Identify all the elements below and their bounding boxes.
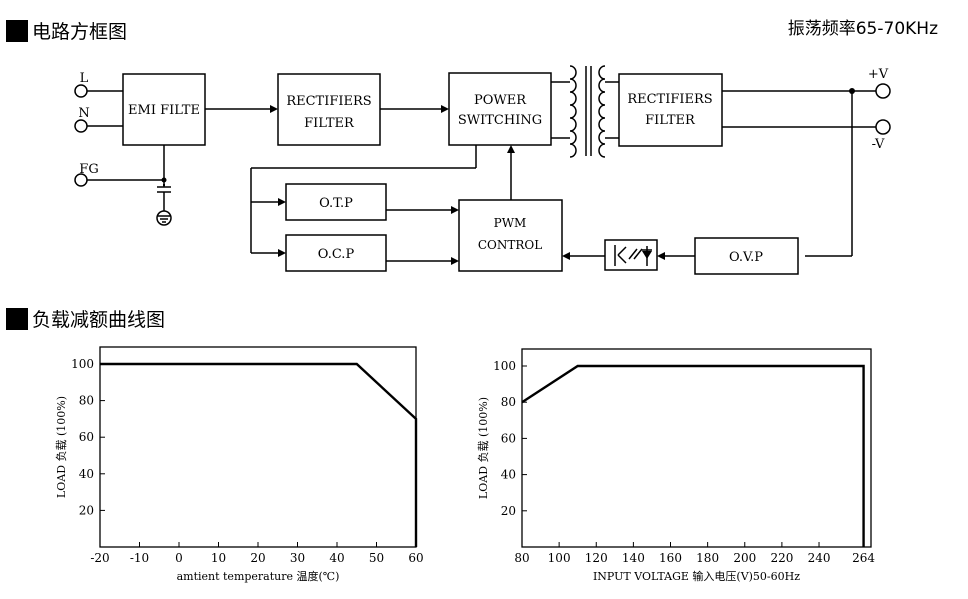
y-tick-label: 100 xyxy=(71,357,94,371)
arrow-icon xyxy=(451,257,459,265)
terminal-l-label: L xyxy=(80,71,89,86)
x-tick-label: 50 xyxy=(369,551,384,565)
block-diagram-title: 电路方框图 xyxy=(32,21,128,43)
power-label-1: POWER xyxy=(474,93,527,108)
derating-line xyxy=(100,362,418,547)
arrow-icon xyxy=(270,105,278,113)
pwm-label-1: PWM xyxy=(494,216,527,230)
y-axis-label: LOAD 负载 (100%) xyxy=(476,397,490,499)
diode-icon xyxy=(642,251,652,259)
rect1-label-1: RECTIFIERS xyxy=(286,94,371,109)
x-tick-label: 60 xyxy=(408,551,423,565)
terminal-pos-label: +V xyxy=(868,67,889,82)
x-tick-label: -10 xyxy=(130,551,149,565)
arrow-icon xyxy=(278,249,286,257)
y-tick-label: 80 xyxy=(501,395,516,409)
terminal-pos xyxy=(875,83,891,99)
power-label-2: SWITCHING xyxy=(458,113,542,128)
arrow-icon xyxy=(657,252,665,260)
rect1-label-2: FILTER xyxy=(304,116,355,131)
x-tick-label: 160 xyxy=(659,551,682,565)
heading-square-icon xyxy=(6,307,28,330)
x-tick-label: 240 xyxy=(808,551,831,565)
ovp-label: O.V.P xyxy=(729,250,763,265)
x-tick-label: 120 xyxy=(585,551,608,565)
y-tick-label: 60 xyxy=(501,431,516,445)
ocp-label: O.C.P xyxy=(318,247,355,262)
x-tick-label: 200 xyxy=(733,551,756,565)
x-tick-label: 220 xyxy=(770,551,793,565)
otp-label: O.T.P xyxy=(319,196,353,211)
y-tick-label: 40 xyxy=(501,468,516,482)
derating-title: 负载减额曲线图 xyxy=(32,309,166,331)
arrow-icon xyxy=(451,206,459,214)
x-axis-label: INPUT VOLTAGE 输入电压(V)50-60Hz xyxy=(593,569,800,583)
chart-frame xyxy=(521,348,872,548)
x-tick-label: -20 xyxy=(90,551,109,565)
y-tick-label: 60 xyxy=(79,430,94,444)
derating-line xyxy=(521,364,865,547)
chart-frame xyxy=(99,346,417,548)
transformer-primary-icon xyxy=(569,65,577,158)
terminal-l xyxy=(74,84,88,98)
arrow-icon xyxy=(441,105,449,113)
pwm-label-2: CONTROL xyxy=(478,238,542,252)
frequency-label: 振荡频率65-70KHz xyxy=(787,19,938,39)
y-tick-label: 20 xyxy=(79,503,94,517)
optocoupler-block xyxy=(604,239,658,271)
x-tick-label: 180 xyxy=(696,551,719,565)
block-diagram-heading: 电路方框图 xyxy=(6,17,127,44)
y-tick-label: 20 xyxy=(501,504,516,518)
heading-square-icon xyxy=(6,19,28,42)
rect2-label-2: FILTER xyxy=(645,113,696,128)
x-tick-label: 10 xyxy=(211,551,226,565)
transformer-secondary-icon xyxy=(598,65,606,158)
arrow-icon xyxy=(507,145,515,153)
x-tick-label: 0 xyxy=(175,551,183,565)
terminal-n-label: N xyxy=(78,106,89,121)
arrow-icon xyxy=(562,252,570,260)
rectifier-filter-block-1 xyxy=(277,73,381,146)
rectifier-filter-block-2 xyxy=(618,73,723,147)
x-axis-label: amtient temperature 温度(℃) xyxy=(177,569,340,583)
terminal-neg xyxy=(875,119,891,135)
y-axis-label: LOAD 负载 (100%) xyxy=(54,396,68,498)
terminal-n xyxy=(74,119,88,133)
emi-label: EMI FILTE xyxy=(128,103,200,118)
ground-icon xyxy=(156,210,172,226)
y-tick-label: 100 xyxy=(493,359,516,373)
terminal-neg-label: -V xyxy=(872,137,885,152)
x-tick-label: 100 xyxy=(548,551,571,565)
x-tick-label: 264 xyxy=(852,551,875,565)
rect2-label-1: RECTIFIERS xyxy=(627,92,712,107)
x-tick-label: 20 xyxy=(250,551,265,565)
terminal-fg-label: FG xyxy=(79,162,98,177)
pwm-control-block xyxy=(458,199,563,272)
x-tick-label: 40 xyxy=(329,551,344,565)
block-diagram: L N FG +V -V EMI FILTE RECTIFIERS FILTER… xyxy=(74,65,891,275)
y-tick-label: 80 xyxy=(79,394,94,408)
x-tick-label: 80 xyxy=(514,551,529,565)
derating-heading: 负载减额曲线图 xyxy=(6,305,165,332)
arrow-icon xyxy=(278,198,286,206)
power-switching-block xyxy=(448,72,552,146)
x-tick-label: 140 xyxy=(622,551,645,565)
y-tick-label: 40 xyxy=(79,467,94,481)
x-tick-label: 30 xyxy=(290,551,305,565)
